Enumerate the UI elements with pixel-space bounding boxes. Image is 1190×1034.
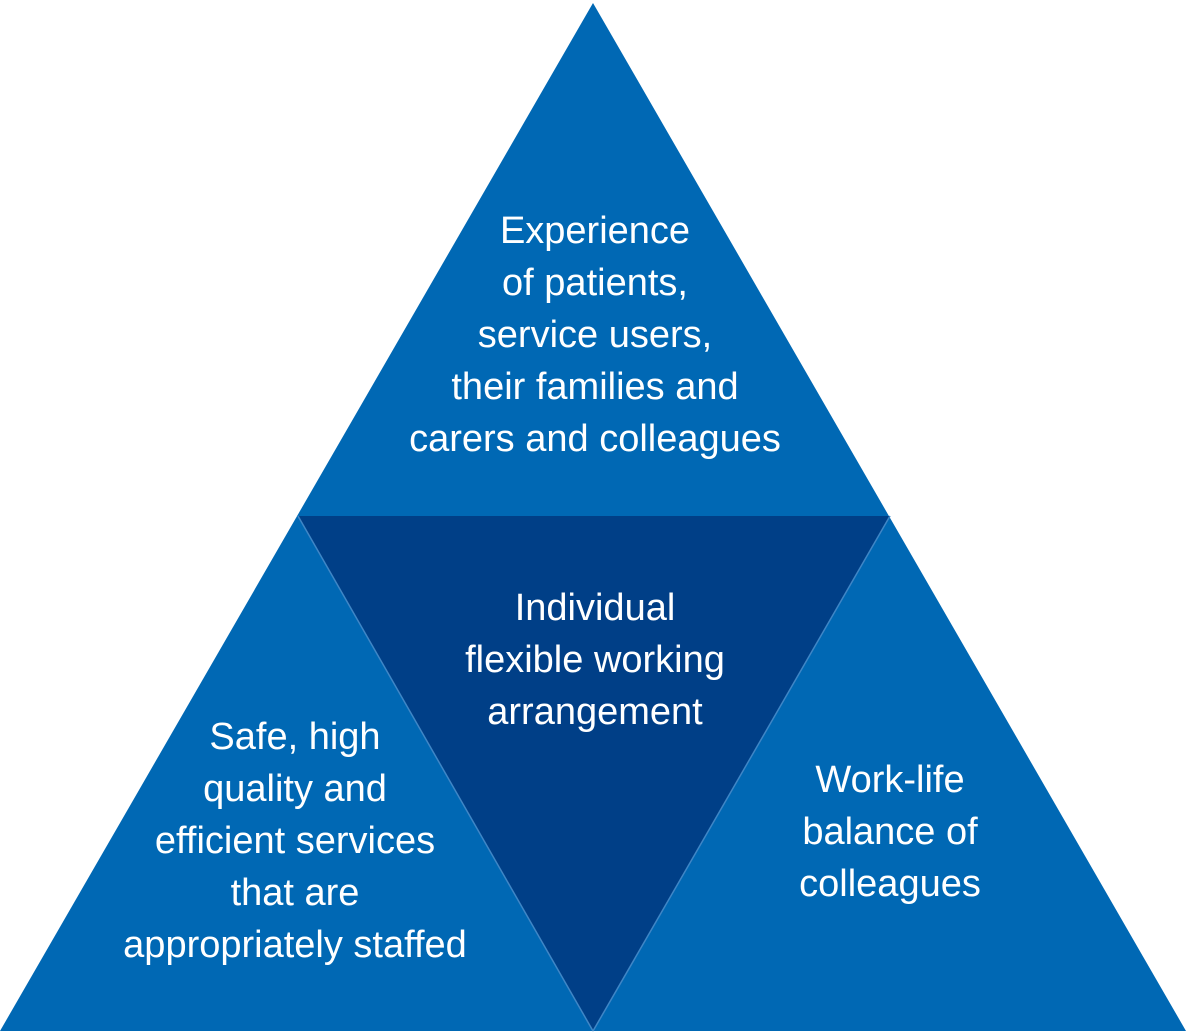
left-triangle-line: quality and bbox=[203, 768, 387, 810]
left-triangle-line: appropriately staffed bbox=[123, 924, 467, 966]
center-triangle-line: arrangement bbox=[487, 691, 703, 733]
right-triangle-text: Work-life balance of colleagues bbox=[690, 754, 1090, 910]
right-triangle-line: balance of bbox=[802, 811, 978, 853]
center-triangle-text: Individual flexible working arrangement bbox=[395, 582, 795, 738]
top-triangle-line: Experience bbox=[499, 210, 691, 252]
top-triangle-line: service users, bbox=[477, 314, 713, 356]
left-triangle-line: efficient services bbox=[154, 820, 436, 862]
center-triangle-line: flexible working bbox=[465, 639, 725, 681]
top-triangle-line: carers and colleagues bbox=[409, 418, 781, 460]
top-triangle-line: of patients, bbox=[502, 262, 688, 304]
left-triangle-line: that are bbox=[230, 872, 360, 914]
right-divider-line bbox=[592, 515, 891, 1032]
center-triangle-line: Individual bbox=[514, 587, 676, 629]
top-triangle-line: their families and bbox=[451, 366, 739, 408]
left-divider-line bbox=[297, 515, 594, 1032]
left-triangle-text: Safe, high quality and efficient service… bbox=[70, 711, 520, 971]
right-triangle-line: Work-life bbox=[815, 759, 965, 801]
left-triangle-line: Safe, high bbox=[209, 716, 381, 758]
top-triangle-text: Experience of patients, service users, t… bbox=[345, 205, 845, 465]
right-triangle-line: colleagues bbox=[799, 863, 981, 905]
inner-triangle bbox=[298, 516, 890, 1031]
